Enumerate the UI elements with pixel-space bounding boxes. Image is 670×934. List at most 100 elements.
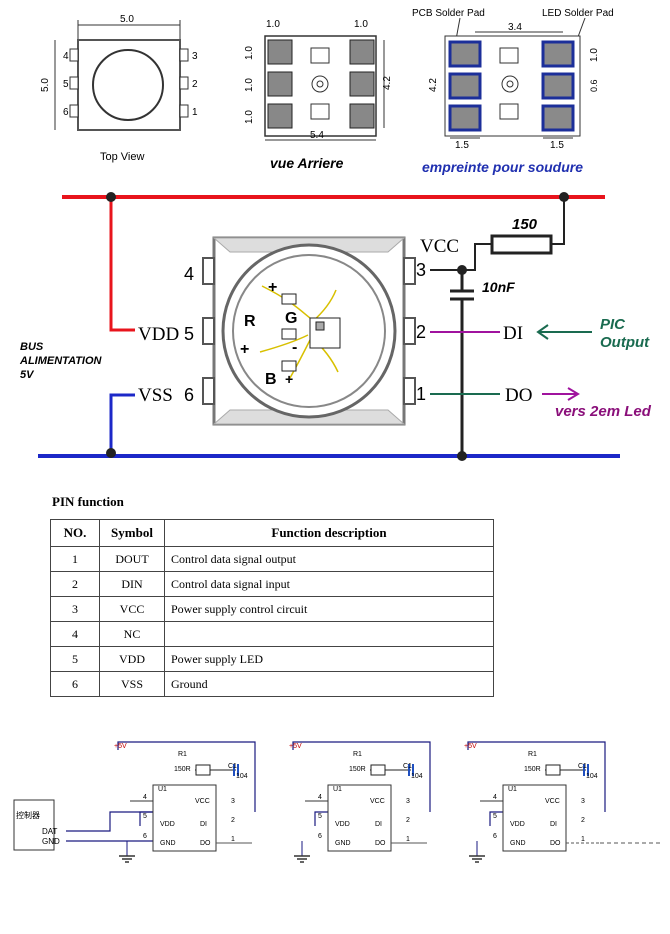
chip-ref: U1 <box>508 786 517 793</box>
vcc-label: VCC <box>420 236 459 257</box>
resistor-150 <box>490 234 553 255</box>
chip-pin-vcc: VCC <box>195 798 210 805</box>
rear-dim-pitch-1: 1.0 <box>244 46 255 60</box>
footprint-dim-span: 3.4 <box>508 22 522 33</box>
pin-5-label: 5 <box>318 813 322 820</box>
pin-number-6: 6 <box>184 385 194 405</box>
bus-label-line2: ALIMENTATION <box>19 355 103 367</box>
top-view-dim-width: 5.0 <box>120 14 134 25</box>
controller-dat-label: DAT <box>42 827 58 836</box>
table-row: 2 DIN Control data signal input <box>50 571 494 597</box>
footprint-dim-height: 4.2 <box>428 78 439 92</box>
pin-4-label: 4 <box>318 794 322 801</box>
row-function: Ground <box>164 671 494 697</box>
package-views: 5.0 5.0 4 5 6 3 2 1 Top View 1.0 1.0 1.0… <box>40 8 614 175</box>
resistor-symbol <box>195 764 211 776</box>
chip-pin-vdd: VDD <box>335 821 350 828</box>
led-plus-top: + <box>268 279 277 296</box>
chip-ref: U1 <box>333 786 342 793</box>
pic-label-line2: Output <box>600 334 650 351</box>
pin-2-label: 2 <box>231 817 235 824</box>
gnd-junction-left <box>106 448 116 458</box>
controller-label: 控制器 <box>16 810 40 820</box>
pin-2-label: 2 <box>406 817 410 824</box>
pin-1-label: 1 <box>581 836 585 843</box>
chip-pin-di: DI <box>200 821 207 828</box>
top-view-pin-4: 4 <box>63 51 69 62</box>
table-row: 1 DOUT Control data signal output <box>50 546 494 572</box>
footprint-dim-pad-w-left: 1.5 <box>455 140 469 151</box>
row-no: 6 <box>50 671 100 697</box>
row-no: 4 <box>50 621 100 647</box>
pin-3-label: 3 <box>231 798 235 805</box>
supply-wire <box>117 741 256 812</box>
pin-5-label: 5 <box>493 813 497 820</box>
vss-label: VSS <box>138 385 173 406</box>
resistor-symbol <box>370 764 386 776</box>
pin-3-label: 3 <box>406 798 410 805</box>
chip-pin-do: DO <box>550 840 561 847</box>
table-row: 6 VSS Ground <box>50 671 494 697</box>
pin-6-label: 6 <box>493 833 497 840</box>
led-letter-r: R <box>244 313 256 330</box>
top-view-pin-5: 5 <box>63 79 69 90</box>
chip-pin-gnd: GND <box>510 840 526 847</box>
chip-pin-gnd: GND <box>335 840 351 847</box>
chip-pin-gnd: GND <box>160 840 176 847</box>
resistor-ref: R1 <box>528 751 537 758</box>
capacitor-value: 10nF <box>482 279 515 295</box>
row-function: Control data signal input <box>164 571 494 597</box>
pin-4-label: 4 <box>493 794 497 801</box>
chip-pin-do: DO <box>375 840 386 847</box>
pin-1-label: 1 <box>231 836 235 843</box>
pin-6-label: 6 <box>143 833 147 840</box>
ws-chip <box>502 784 567 852</box>
pin-number-1: 1 <box>416 384 426 404</box>
rear-view-caption: vue Arriere <box>270 155 344 171</box>
rear-view: 1.0 1.0 1.0 1.0 1.0 4.2 5.4 vue Arriere <box>244 19 393 171</box>
table-row: 3 VCC Power supply control circuit <box>50 596 494 622</box>
led-letter-g: G <box>285 310 297 327</box>
row-function <box>164 621 494 647</box>
footprint-label-pcb: PCB Solder Pad <box>412 8 485 19</box>
ws-chip <box>327 784 392 852</box>
chip-pin-do: DO <box>200 840 211 847</box>
pin-4-label: 4 <box>143 794 147 801</box>
row-function: Control data signal output <box>164 546 494 572</box>
resistor-ref: R1 <box>353 751 362 758</box>
led-minus: - <box>292 339 297 356</box>
chip-pin-vdd: VDD <box>510 821 525 828</box>
row-symbol: NC <box>99 621 165 647</box>
row-no: 5 <box>50 646 100 672</box>
top-view: 5.0 5.0 4 5 6 3 2 1 Top View <box>40 14 198 163</box>
footprint-view: PCB Solder Pad LED Solder Pad 3.4 4.2 1.… <box>412 8 614 175</box>
led-plus-mid: + <box>240 341 249 358</box>
vss-drop-wire <box>109 393 135 456</box>
row-symbol: VDD <box>99 646 165 672</box>
chip-ref: U1 <box>158 786 167 793</box>
row-symbol: VCC <box>99 596 165 622</box>
cap-ref: C1 <box>228 763 237 770</box>
next-led-label: vers 2em Led <box>555 403 652 420</box>
row-symbol: DOUT <box>99 546 165 572</box>
chip-pin-vcc: VCC <box>370 798 385 805</box>
do-label: DO <box>505 385 532 406</box>
cap-value: 104 <box>236 773 248 780</box>
supply-label: +5V <box>464 743 477 750</box>
ws-chip <box>152 784 217 852</box>
vdd-junction <box>106 192 116 202</box>
controller-gnd-label: GND <box>42 837 60 846</box>
controller-block: 控制器 DAT GND <box>13 799 60 851</box>
rear-dim-pad-left: 1.0 <box>266 19 280 30</box>
pin-function-table: NO. Symbol Function description 1 DOUT C… <box>50 519 494 697</box>
bus-label-line1: BUS <box>20 341 44 353</box>
footprint-dim-gap: 0.6 <box>589 79 599 92</box>
resistor-value-label: 150R <box>349 766 366 773</box>
header-function: Function description <box>164 519 494 547</box>
pic-label-line1: PIC <box>600 316 626 333</box>
top-view-pin-2: 2 <box>192 79 198 90</box>
bus-label-line3: 5V <box>20 369 35 381</box>
di-label: DI <box>503 323 523 344</box>
rear-dim-width: 5.4 <box>310 130 324 141</box>
